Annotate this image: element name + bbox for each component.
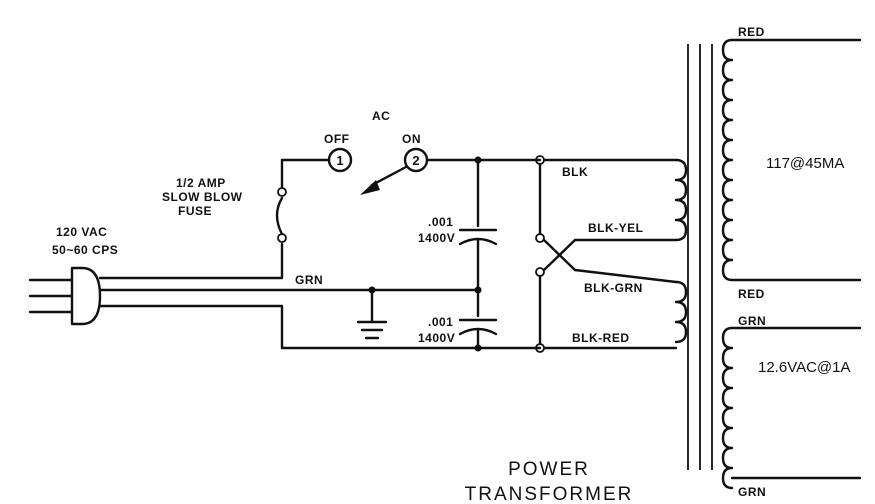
fuse-rating-label: 1/2 AMP bbox=[176, 176, 226, 190]
filament-rating-label: 12.6VAC@1A bbox=[758, 359, 851, 376]
fuse-label: FUSE bbox=[178, 204, 212, 218]
input-voltage-label: 120 VAC bbox=[56, 225, 107, 239]
switch-on-label: ON bbox=[402, 132, 421, 146]
ac-switch: 1 2 bbox=[327, 147, 542, 195]
terminal-1-label: 1 bbox=[336, 153, 343, 168]
primary-blk-yel-label: BLK-YEL bbox=[588, 221, 644, 235]
fuse bbox=[275, 158, 330, 243]
primary-winding bbox=[674, 158, 688, 344]
switch-arrow-icon bbox=[360, 180, 380, 195]
secondary-hv-winding bbox=[721, 38, 862, 282]
secondary-grn-top-label: GRN bbox=[738, 314, 766, 328]
switch-off-label: OFF bbox=[324, 132, 350, 146]
chassis-ground bbox=[356, 286, 388, 340]
secondary-filament-winding bbox=[721, 326, 862, 490]
mains-cord bbox=[98, 242, 480, 350]
terminal-2-label: 2 bbox=[412, 153, 419, 168]
switch-title-label: AC bbox=[372, 109, 390, 123]
primary-taps bbox=[535, 155, 678, 353]
primary-blk-grn-label: BLK-GRN bbox=[584, 281, 643, 295]
ground-wire-label: GRN bbox=[295, 273, 323, 287]
input-frequency-label: 50~60 CPS bbox=[52, 243, 118, 257]
secondary-red-bottom-label: RED bbox=[738, 287, 765, 301]
cap-top-value-label: .001 bbox=[428, 215, 453, 229]
ac-plug bbox=[28, 266, 102, 326]
hv-rating-label: 117@45MA bbox=[766, 155, 844, 172]
capacitor-column bbox=[458, 156, 542, 352]
switch-terminal-1 bbox=[327, 147, 353, 173]
secondary-red-top-label: RED bbox=[738, 25, 765, 39]
secondary-grn-bottom-label: GRN bbox=[738, 485, 766, 499]
fuse-type-label: SLOW BLOW bbox=[162, 190, 243, 204]
primary-blk-red-label: BLK-RED bbox=[572, 331, 630, 345]
cap-bottom-value-label: .001 bbox=[428, 315, 453, 329]
cap-bottom-voltage-label: 1400V bbox=[418, 331, 455, 345]
primary-blk-label: BLK bbox=[562, 165, 588, 179]
title-line-1: POWER bbox=[508, 459, 590, 480]
title-line-2: TRANSFORMER bbox=[465, 484, 634, 504]
transformer-core bbox=[687, 44, 713, 470]
cap-top-voltage-label: 1400V bbox=[418, 231, 455, 245]
